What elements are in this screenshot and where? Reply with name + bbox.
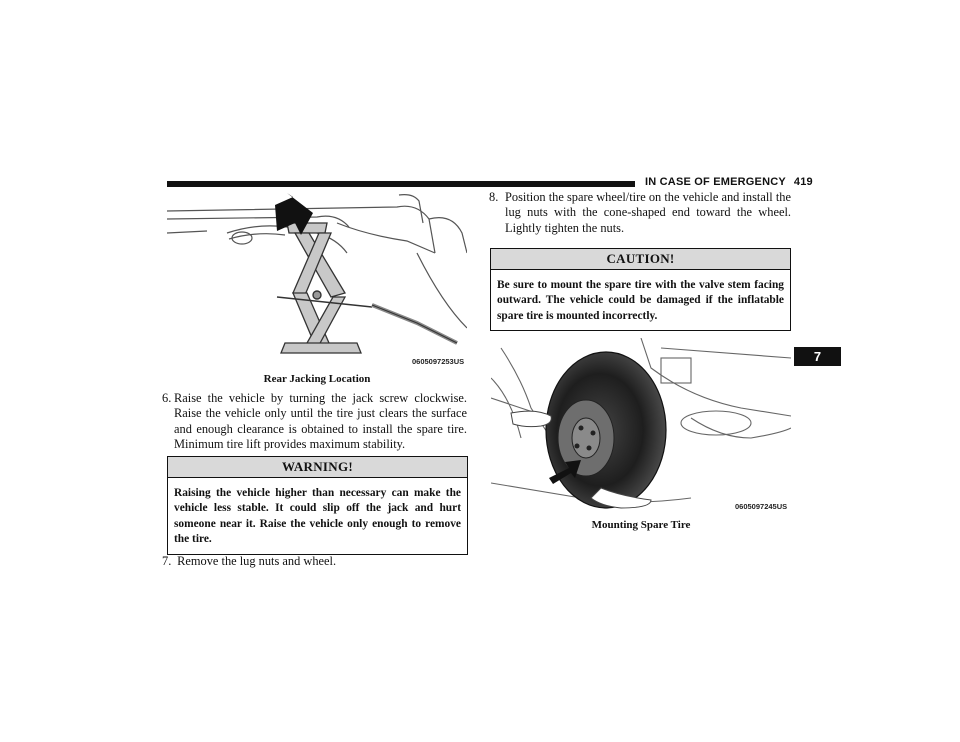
chapter-tab: 7 xyxy=(794,347,841,366)
running-header: IN CASE OF EMERGENCY 419 xyxy=(645,176,813,188)
figure-caption-rear-jack: Rear Jacking Location xyxy=(263,373,371,385)
caution-body: Be sure to mount the spare tire with the… xyxy=(497,279,784,322)
step-7-number: 7. xyxy=(162,554,172,568)
step-7-text: Remove the lug nuts and wheel. xyxy=(177,554,337,568)
arrow-icon xyxy=(549,460,581,484)
warning-box: WARNING! Raising the vehicle higher than… xyxy=(167,456,468,555)
arrow-icon xyxy=(275,193,313,235)
caution-box: CAUTION! Be sure to mount the spare tire… xyxy=(490,248,791,332)
page-number: 419 xyxy=(793,176,813,188)
step-6-text: Raise the vehicle by turning the jack sc… xyxy=(174,391,467,452)
figure-caption-spare-tire: Mounting Spare Tire xyxy=(591,519,691,531)
caution-title: CAUTION! xyxy=(491,249,790,270)
figure-code-spare-tire: 0605097245US xyxy=(735,502,788,511)
step-8-number: 8. xyxy=(489,190,499,204)
step-8: 8. Position the spare wheel/tire on the … xyxy=(489,190,791,236)
step-8-text: Position the spare wheel/tire on the veh… xyxy=(505,190,791,235)
step-7: 7. Remove the lug nuts and wheel. xyxy=(162,554,467,569)
step-6-number: 6. xyxy=(162,391,172,405)
jack-drawing xyxy=(167,193,467,354)
header-rule xyxy=(167,181,635,187)
tire-drawing xyxy=(491,338,791,509)
warning-body: Raising the vehicle higher than necessar… xyxy=(174,487,461,546)
rear-jack-illustration xyxy=(167,193,467,368)
step-6: 6. Raise the vehicle by turning the jack… xyxy=(162,391,467,453)
section-title: IN CASE OF EMERGENCY xyxy=(645,176,786,188)
figure-code-rear-jack: 0605097253US xyxy=(412,357,465,366)
warning-title: WARNING! xyxy=(168,457,467,478)
spare-tire-illustration xyxy=(491,338,791,513)
